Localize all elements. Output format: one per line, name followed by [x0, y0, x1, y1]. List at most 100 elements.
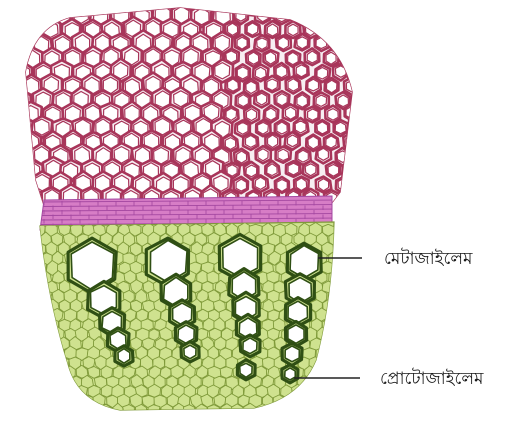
phloem-cell-lumen: [346, 81, 356, 92]
parenchyma-cell: [123, 405, 135, 418]
phloem-cell-lumen: [258, 122, 269, 134]
parenchyma-cell: [40, 365, 53, 380]
phloem-cell-lumen: [276, 10, 287, 22]
parenchyma-cell: [34, 318, 46, 332]
phloem-cell-lumen: [328, 109, 339, 121]
parenchyma-cell: [81, 395, 93, 408]
parenchyma-cell: [329, 367, 341, 379]
phloem-cell-lumen: [367, 165, 377, 177]
phloem-cell-lumen: [297, 37, 308, 49]
phloem-cell: [353, 35, 368, 52]
phloem-cell-lumen: [346, 164, 357, 176]
parenchyma-cell: [327, 404, 340, 418]
phloem-cell-lumen: [25, 191, 39, 207]
protoxylem-annotation: প্রোটোজাইলেম: [294, 368, 484, 389]
parenchyma-cell: [184, 405, 195, 418]
phloem-cell-lumen: [306, 24, 316, 36]
phloem-cell-lumen: [225, 138, 235, 150]
parenchyma-cell: [40, 310, 51, 321]
phloem-cell-lumen: [336, 8, 346, 20]
phloem-cell: [324, 23, 338, 38]
phloem-cell-lumen: [247, 23, 258, 35]
phloem-cell-lumen: [338, 38, 349, 49]
phloem-cell-lumen: [326, 52, 336, 64]
parenchyma-cell: [46, 357, 58, 371]
parenchyma-cell: [58, 394, 70, 408]
phloem-cell-lumen: [277, 180, 288, 192]
parenchyma-cell: [305, 385, 316, 398]
phloem-cell: [365, 49, 380, 66]
phloem-cell-lumen: [16, 177, 31, 193]
phloem-cell-lumen: [346, 136, 357, 148]
parenchyma-cell: [340, 404, 352, 417]
parenchyma-cell: [41, 404, 52, 416]
phloem-cell-lumen: [13, 93, 28, 110]
phloem-cell-lumen: [24, 23, 38, 40]
phloem-cell-lumen: [246, 109, 256, 121]
parenchyma-cell: [51, 385, 64, 398]
parenchyma-cell: [341, 310, 353, 322]
xylem-vessel-lumen: [243, 338, 257, 354]
phloem-cell-lumen: [237, 67, 248, 79]
parenchyma-cell: [148, 405, 160, 417]
phloem-cell-lumen: [317, 68, 328, 80]
parenchyma-cell: [286, 394, 298, 407]
parenchyma-cell: [310, 395, 322, 408]
phloem-cell-lumen: [238, 95, 248, 107]
phloem-cell-lumen: [246, 165, 257, 177]
phloem-cell-lumen: [246, 81, 257, 93]
parenchyma-cell: [268, 405, 281, 417]
parenchyma-cell: [76, 386, 88, 398]
phloem-cell: [336, 36, 351, 52]
parenchyma-cell: [232, 404, 244, 417]
phloem-cell: [366, 22, 381, 38]
parenchyma-cell: [40, 290, 52, 304]
phloem-cell-lumen: [257, 38, 268, 50]
parenchyma-cell: [35, 300, 47, 312]
metaxylem-annotation: মেটাজাইলেম: [318, 248, 473, 269]
parenchyma-cell: [46, 337, 58, 350]
phloem-cell-lumen: [328, 165, 339, 177]
phloem-cell-lumen: [278, 149, 289, 160]
phloem-cell-lumen: [358, 95, 369, 107]
parenchyma-cell: [40, 329, 53, 341]
phloem-cell-lumen: [267, 24, 278, 36]
xylem-vessel-lumen: [288, 301, 308, 322]
phloem-cell-lumen: [236, 10, 246, 21]
parenchyma-cell: [323, 394, 335, 408]
phloem-cell-lumen: [316, 95, 327, 106]
parenchyma-cell: [339, 291, 352, 303]
parenchyma-cell: [39, 385, 51, 398]
parenchyma-cell: [322, 338, 334, 351]
parenchyma-cell: [51, 405, 63, 418]
phloem-cell-lumen: [277, 122, 287, 134]
parenchyma-cell: [280, 404, 293, 417]
phloem-cell: [12, 32, 32, 54]
xylem-vessel-lumen: [118, 349, 130, 364]
xylem-vessel-lumen: [285, 346, 299, 362]
phloem-cell-lumen: [316, 37, 327, 48]
parenchyma-cell: [66, 404, 77, 416]
phloem-cell-lumen: [308, 109, 318, 120]
phloem-cell: [347, 49, 361, 66]
phloem-cell-lumen: [355, 38, 365, 50]
parenchyma-cell: [76, 403, 88, 417]
phloem-cell-lumen: [238, 122, 249, 134]
parenchyma-cell: [328, 290, 340, 303]
parenchyma-cell: [334, 357, 347, 370]
phloem-cell-lumen: [338, 95, 349, 107]
xylem-vessel-lumen: [285, 368, 296, 380]
phloem-cell-lumen: [298, 150, 309, 162]
parenchyma-cell: [316, 404, 328, 417]
metaxylem-label: মেটাজাইলেম: [384, 248, 473, 269]
parenchyma-cell: [303, 404, 315, 418]
phloem-cell-lumen: [278, 37, 288, 49]
phloem-cell-lumen: [335, 122, 346, 134]
parenchyma-cell: [333, 281, 345, 295]
parenchyma-cell: [309, 375, 322, 388]
parenchyma-cell: [333, 299, 345, 312]
parenchyma-cell: [339, 233, 352, 247]
phloem-cell: [356, 63, 370, 79]
phloem-cell-lumen: [285, 107, 295, 119]
phloem-cell: [315, 6, 329, 24]
